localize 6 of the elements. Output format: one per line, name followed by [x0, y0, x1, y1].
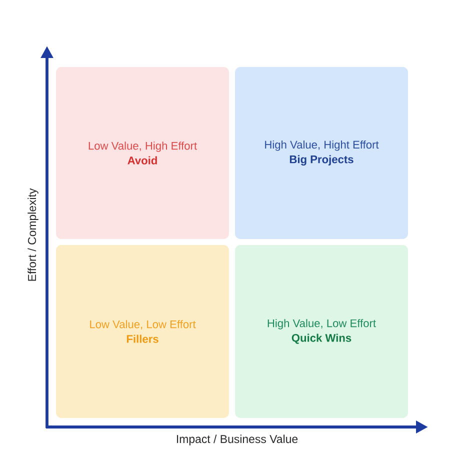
quadrant-box: High Value, Hight Effort Big Projects [235, 67, 408, 239]
quadrant-box: High Value, Low Effort Quick Wins [235, 245, 408, 418]
axis-label: Impact / Business Value [177, 434, 298, 446]
axis-label: Effort / Complexity [28, 188, 38, 281]
quadrant-box: Low Value, High Effort Avoid [56, 67, 230, 239]
quadrant-box: Low Value, Low Effort Fillers [56, 245, 230, 418]
